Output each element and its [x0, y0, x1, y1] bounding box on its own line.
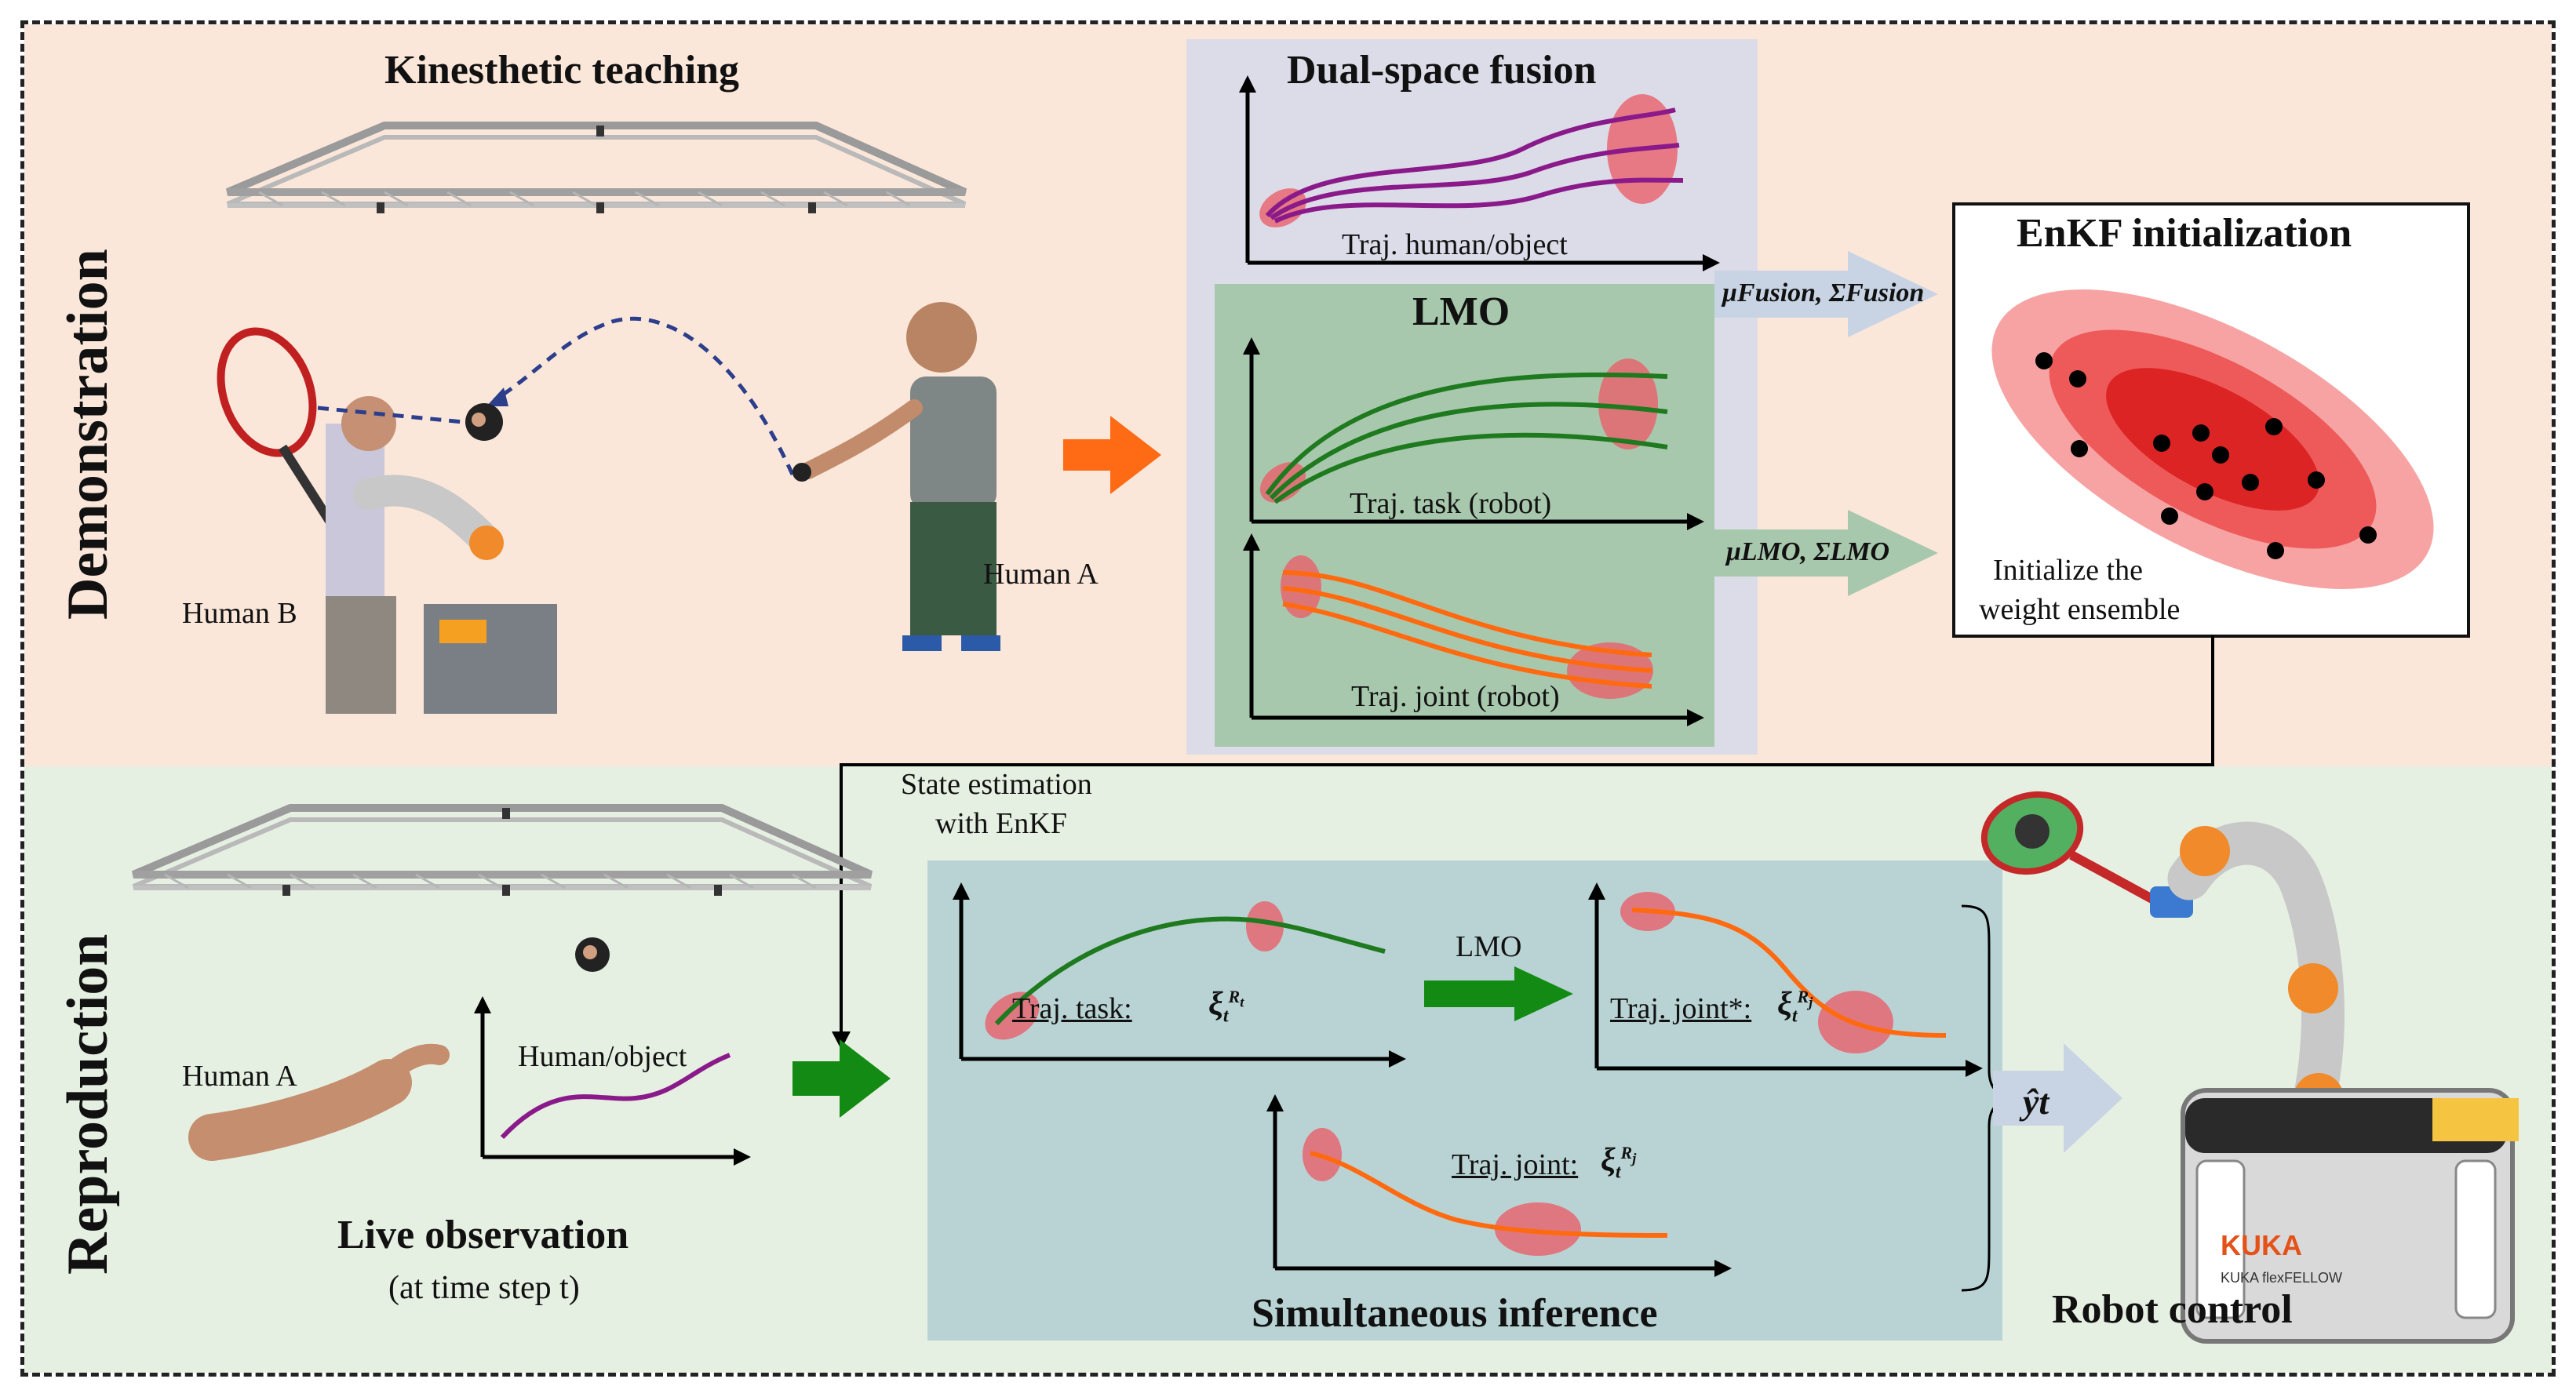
xi-task-symbol: ξtRt [1208, 986, 1244, 1027]
human-b-robot-photo [217, 327, 557, 714]
reproduction-label: Reproduction [56, 933, 120, 1275]
lmo-output-arrow-icon [1714, 510, 1938, 596]
lmo-task-label: Traj. task (robot) [1350, 487, 1552, 520]
fusion-trajectory-plot [1239, 75, 1720, 271]
kuka-logo: KUKA [2221, 1229, 2302, 1261]
kuka-robot-photo: KUKA KUKA flexFELLOW [1980, 791, 2519, 1344]
kinesthetic-teaching-title: Kinesthetic teaching [384, 48, 740, 93]
fusion-traj-label: Traj. human/object [1342, 228, 1568, 261]
fusion-output-label: μFusion, ΣFusion [1722, 278, 1925, 307]
repro-human-a-label: Human A [182, 1060, 297, 1093]
human-a-photo [792, 302, 1000, 651]
human-object-label: Human/object [518, 1040, 687, 1073]
enkf-connector-line [832, 635, 2214, 1050]
lmo-joint-plot [1243, 533, 1704, 726]
ensemble-points [2035, 352, 2377, 559]
enkf-caption-line2: weight ensemble [1979, 593, 2181, 626]
simultaneous-inference-title: Simultaneous inference [1252, 1291, 1658, 1336]
inference-task-plot [953, 882, 1406, 1068]
inference-lmo-arrow-icon [1424, 966, 1573, 1021]
mocap-truss-icon [226, 122, 967, 213]
outer-frame [20, 20, 2556, 1377]
robot-control-title: Robot control [2052, 1287, 2293, 1332]
time-step-label: (at time step t) [388, 1270, 580, 1306]
state-estimation-line2: with EnKF [935, 807, 1067, 840]
orange-arrow-icon [1063, 416, 1161, 494]
lmo-output-label: μLMO, ΣLMO [1726, 537, 1890, 566]
inference-joint-plot [1266, 1094, 1732, 1277]
human-a-label: Human A [983, 558, 1099, 591]
human-b-label: Human B [182, 597, 297, 630]
y-hat-output: ŷt [2023, 1082, 2050, 1122]
inference-task-label: Traj. task: [1012, 992, 1132, 1025]
fusion-output-arrow-icon [1714, 251, 1938, 337]
live-observation-plot [474, 996, 751, 1166]
inference-joint-star-plot [1588, 882, 1983, 1077]
inference-joint-label: Traj. joint: [1452, 1148, 1579, 1181]
enkf-ensemble-ellipse [1991, 289, 2434, 589]
human-arm-photo [188, 1043, 450, 1161]
lmo-title: LMO [1412, 289, 1510, 334]
lmo-joint-label: Traj. joint (robot) [1351, 680, 1560, 713]
inference-lmo-label: LMO [1456, 930, 1522, 963]
xi-joint-symbol: ξtRj [1601, 1142, 1637, 1183]
enkf-caption-line1: Initialize the [1993, 554, 2143, 587]
demonstration-label: Demonstration [56, 249, 120, 620]
live-observation-title: Live observation [337, 1213, 629, 1257]
mocap-truss-icon [132, 804, 873, 896]
dual-space-fusion-title: Dual-space fusion [1287, 48, 1597, 93]
lmo-task-plot [1243, 337, 1704, 530]
output-arrow-icon [1993, 1043, 2122, 1153]
inference-joint-star-label: Traj. joint*: [1610, 992, 1752, 1025]
simultaneous-inference-panel [927, 860, 2002, 1341]
green-arrow-icon [792, 1039, 891, 1118]
enkf-title: EnKF initialization [2017, 211, 2352, 256]
kuka-model-text: KUKA flexFELLOW [2221, 1270, 2342, 1286]
xi-joint-star-symbol: ξtRj [1777, 986, 1813, 1027]
ball-trajectory-icon [317, 316, 795, 476]
ball-icon [575, 937, 610, 972]
state-estimation-line1: State estimation [901, 768, 1092, 801]
